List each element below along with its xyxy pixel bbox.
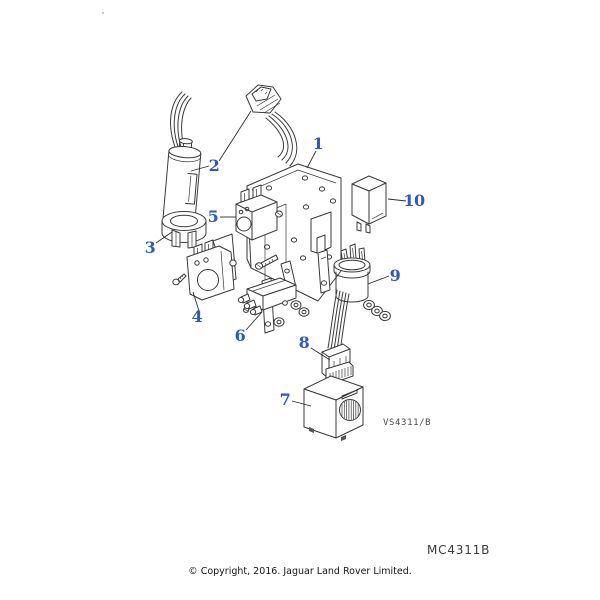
callout-7: 7 — [279, 390, 291, 409]
harness-connector — [245, 84, 282, 114]
part-4-relay — [172, 233, 237, 301]
callout-4: 4 — [191, 307, 203, 326]
buzzer-grille-circle — [339, 399, 361, 421]
callout-6: 6 — [234, 326, 246, 345]
part-4-screw — [172, 273, 187, 286]
part-3-retaining-clip — [161, 211, 207, 249]
callout-1: 1 — [312, 134, 324, 153]
callout-9: 9 — [389, 266, 401, 285]
callout-10: 10 — [403, 191, 425, 210]
callout-5: 5 — [207, 207, 219, 226]
figure-code: MC4311B — [427, 543, 491, 557]
part-6-switch — [237, 260, 297, 316]
washer-set-left — [273, 300, 310, 327]
capacitor-label-window — [184, 172, 198, 205]
part-5-relay — [235, 184, 283, 241]
part-7-buzzer — [303, 361, 364, 441]
washer-set-right — [363, 299, 391, 322]
callout-2: 2 — [208, 156, 220, 175]
scan-artifact-dot — [101, 11, 105, 15]
buzzer-grille-lines — [341, 400, 359, 420]
bracket-u-slot — [310, 211, 332, 254]
leader-lines — [155, 110, 407, 407]
callout-8: 8 — [298, 333, 310, 352]
part-9-capacitor — [333, 243, 371, 303]
bracket-bolt — [254, 254, 279, 270]
drawing-code: VS4311/B — [383, 418, 432, 428]
callout-3: 3 — [144, 238, 156, 257]
part-10-relay — [351, 175, 387, 234]
copyright-text: © Copyright, 2016. Jaguar Land Rover Lim… — [188, 566, 412, 577]
part-2-capacitor-harness — [162, 84, 298, 225]
